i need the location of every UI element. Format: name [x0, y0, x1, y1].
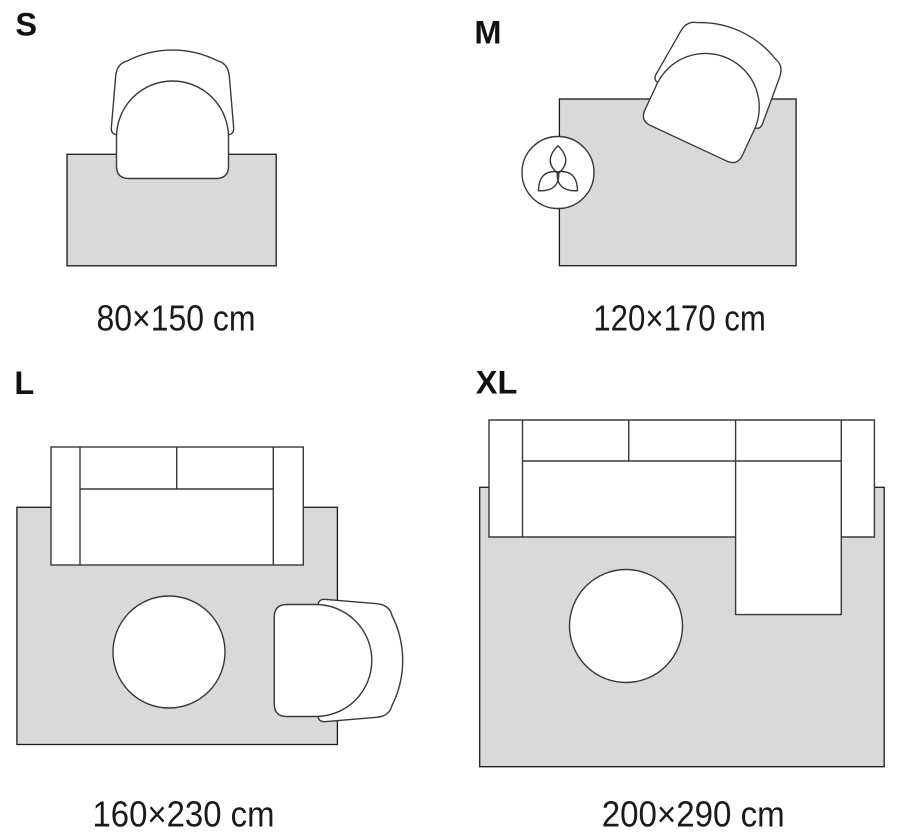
svg-text:M: M — [474, 14, 501, 50]
svg-text:S: S — [15, 7, 37, 43]
svg-text:120×170 cm: 120×170 cm — [593, 298, 766, 339]
svg-text:XL: XL — [476, 365, 518, 401]
svg-text:L: L — [14, 365, 34, 401]
svg-text:200×290 cm: 200×290 cm — [602, 793, 785, 834]
svg-text:80×150 cm: 80×150 cm — [97, 298, 256, 339]
svg-text:160×230 cm: 160×230 cm — [93, 793, 275, 834]
